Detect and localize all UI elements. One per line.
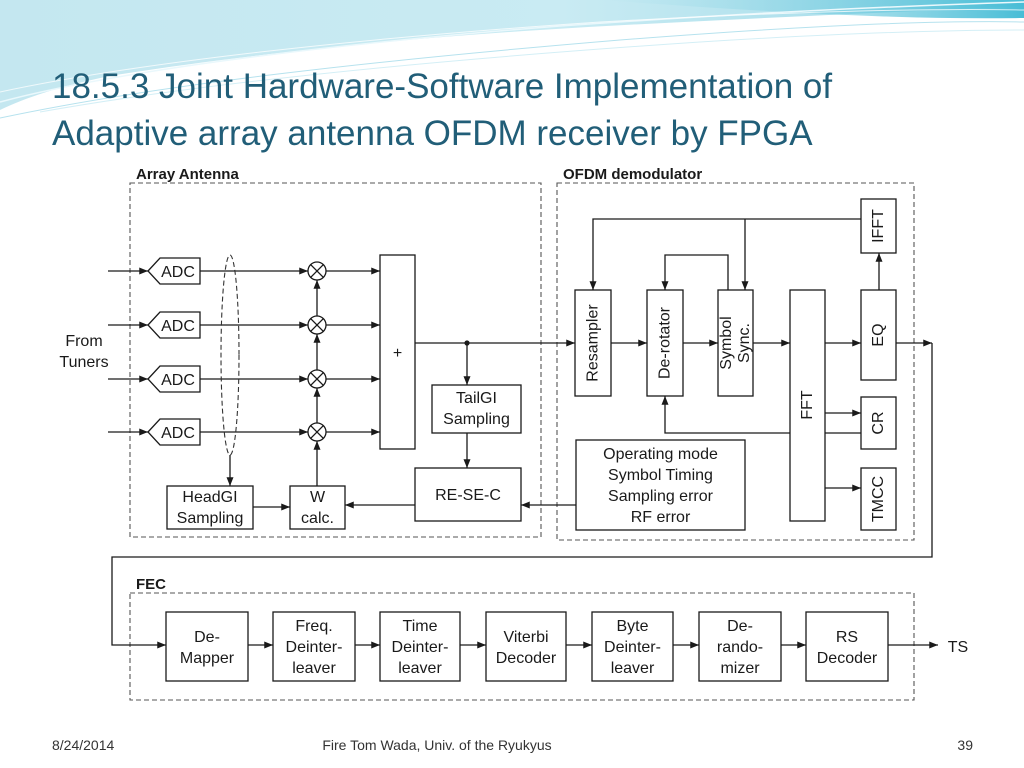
adc-label-1: ADC	[161, 264, 195, 281]
eq-block: EQ	[860, 289, 897, 381]
fec-block-1-line-1: De-	[194, 629, 220, 646]
fec-block-5-line-1: Byte	[616, 618, 648, 635]
tailgi-sampling-block: TailGI Sampling	[431, 384, 522, 434]
footer-author: Fire Tom Wada, Univ. of the Ryukyus	[322, 737, 551, 753]
resampler-block: Resampler	[574, 289, 612, 397]
adc-block-3: ADC	[147, 365, 201, 393]
adc-block-1: ADC	[147, 257, 201, 285]
fec-block-2-line-1: Freq.	[295, 618, 332, 635]
multiplier-3	[307, 369, 327, 389]
de-rotator-block: De-rotator	[646, 289, 684, 397]
fec-block-5-line-3: leaver	[611, 660, 655, 677]
tmcc-label: TMCC	[870, 476, 887, 522]
fec-block-1-line-2: Mapper	[180, 650, 235, 667]
adc-block-2: ADC	[147, 311, 201, 339]
tailgi-sampling-label-line-1: TailGI	[456, 390, 497, 407]
fec-block-2-line-3: leaver	[292, 660, 336, 677]
slide-title-line-1: 18.5.3 Joint Hardware-Software Implement…	[52, 67, 832, 106]
arrow-ifft-to-resampler	[589, 218, 861, 290]
adc-label-4: ADC	[161, 425, 195, 442]
fec-block-7-line-2: Decoder	[817, 650, 878, 667]
w-calc-label-line-2: calc.	[301, 510, 334, 527]
fec-group-boundary	[129, 592, 915, 701]
fec-block-3-line-1: Time	[403, 618, 438, 635]
fec-block-5-line-2: Deinter-	[604, 639, 661, 656]
fec-block-7-line-1: RS	[836, 629, 858, 646]
fec-block-rs-decoder: RS Decoder	[805, 611, 889, 682]
re-se-c-block: RE-SE-C	[414, 467, 522, 522]
fec-block-derandomizer: De- rando- mizer	[698, 611, 782, 682]
symbol-sync-label-line-1: Symbol	[718, 316, 735, 369]
multiplier-2	[307, 315, 327, 335]
footer-date: 8/24/2014	[52, 737, 114, 753]
adder-block: +	[379, 254, 416, 450]
fec-block-de-mapper: De- Mapper	[165, 611, 249, 682]
fec-block-3-line-3: leaver	[398, 660, 442, 677]
header-wave-decoration	[0, 0, 1024, 119]
fec-group-label: FEC	[136, 576, 166, 593]
multiplier-1	[307, 261, 327, 281]
fec-block-byte-deinterleaver: Byte Deinter- leaver	[591, 611, 674, 682]
array-antenna-group-label: Array Antenna	[136, 166, 239, 183]
input-label-line-1: From	[65, 333, 102, 350]
fec-block-3-line-2: Deinter-	[392, 639, 449, 656]
resampler-label: Resampler	[585, 304, 602, 382]
fec-block-6-line-3: mizer	[720, 660, 760, 677]
headgi-tap-ellipse	[220, 254, 240, 456]
symbol-sync-block: Symbol Sync.	[717, 289, 754, 397]
footer-page-number: 39	[957, 737, 973, 753]
fec-block-4-line-2: Decoder	[496, 650, 557, 667]
block-diagram: Array Antenna OFDM demodulator FEC From …	[59, 166, 968, 701]
fft-label: FFT	[799, 390, 816, 420]
de-rotator-label: De-rotator	[657, 306, 674, 379]
adder-label: +	[393, 345, 402, 362]
fec-block-6-line-1: De-	[727, 618, 753, 635]
tailgi-sampling-label-line-2: Sampling	[443, 411, 510, 428]
fec-block-freq-deinterleaver: Freq. Deinter- leaver	[272, 611, 356, 682]
arrow-eq-to-demapper	[111, 343, 933, 649]
ofdm-demodulator-group-boundary	[556, 182, 915, 541]
fec-block-viterbi-decoder: Viterbi Decoder	[485, 611, 567, 682]
adc-label-3: ADC	[161, 372, 195, 389]
fec-block-6-line-2: rando-	[717, 639, 763, 656]
cr-label: CR	[870, 411, 887, 434]
slide-title-line-2: Adaptive array antenna OFDM receiver by …	[52, 114, 813, 153]
status-info-line-2: Symbol Timing	[608, 467, 713, 484]
w-calc-block: W calc.	[289, 485, 346, 530]
output-label: TS	[948, 639, 968, 656]
ofdm-demodulator-group-label: OFDM demodulator	[563, 166, 702, 183]
status-info-line-3: Sampling error	[608, 488, 714, 505]
multiplier-4	[307, 422, 327, 442]
connectors	[108, 218, 938, 649]
adc-label-2: ADC	[161, 318, 195, 335]
arrow-cr-to-derotator	[661, 396, 861, 434]
status-info-line-4: RF error	[631, 509, 691, 526]
arrow-symbolsync-to-derotator	[661, 254, 729, 290]
tmcc-block: TMCC	[860, 467, 897, 531]
fec-block-time-deinterleaver: Time Deinter- leaver	[379, 611, 461, 682]
symbol-sync-label-line-2: Sync.	[736, 323, 753, 363]
adc-block-4: ADC	[147, 418, 201, 446]
headgi-sampling-label-line-1: HeadGI	[182, 489, 237, 506]
headgi-sampling-block: HeadGI Sampling	[166, 485, 254, 530]
eq-label: EQ	[870, 323, 887, 346]
input-label-line-2: Tuners	[59, 354, 108, 371]
fec-block-4-line-1: Viterbi	[503, 629, 548, 646]
cr-block: CR	[860, 396, 897, 450]
fft-block: FFT	[789, 289, 826, 522]
status-info-block: Operating mode Symbol Timing Sampling er…	[575, 439, 746, 531]
headgi-sampling-label-line-2: Sampling	[177, 510, 244, 527]
status-info-line-1: Operating mode	[603, 446, 718, 463]
ifft-label: IFFT	[870, 209, 887, 243]
re-se-c-label: RE-SE-C	[435, 487, 501, 504]
ifft-block: IFFT	[860, 198, 897, 254]
fec-block-2-line-2: Deinter-	[286, 639, 343, 656]
w-calc-label-line-1: W	[310, 489, 326, 506]
array-antenna-group-boundary	[129, 182, 542, 538]
